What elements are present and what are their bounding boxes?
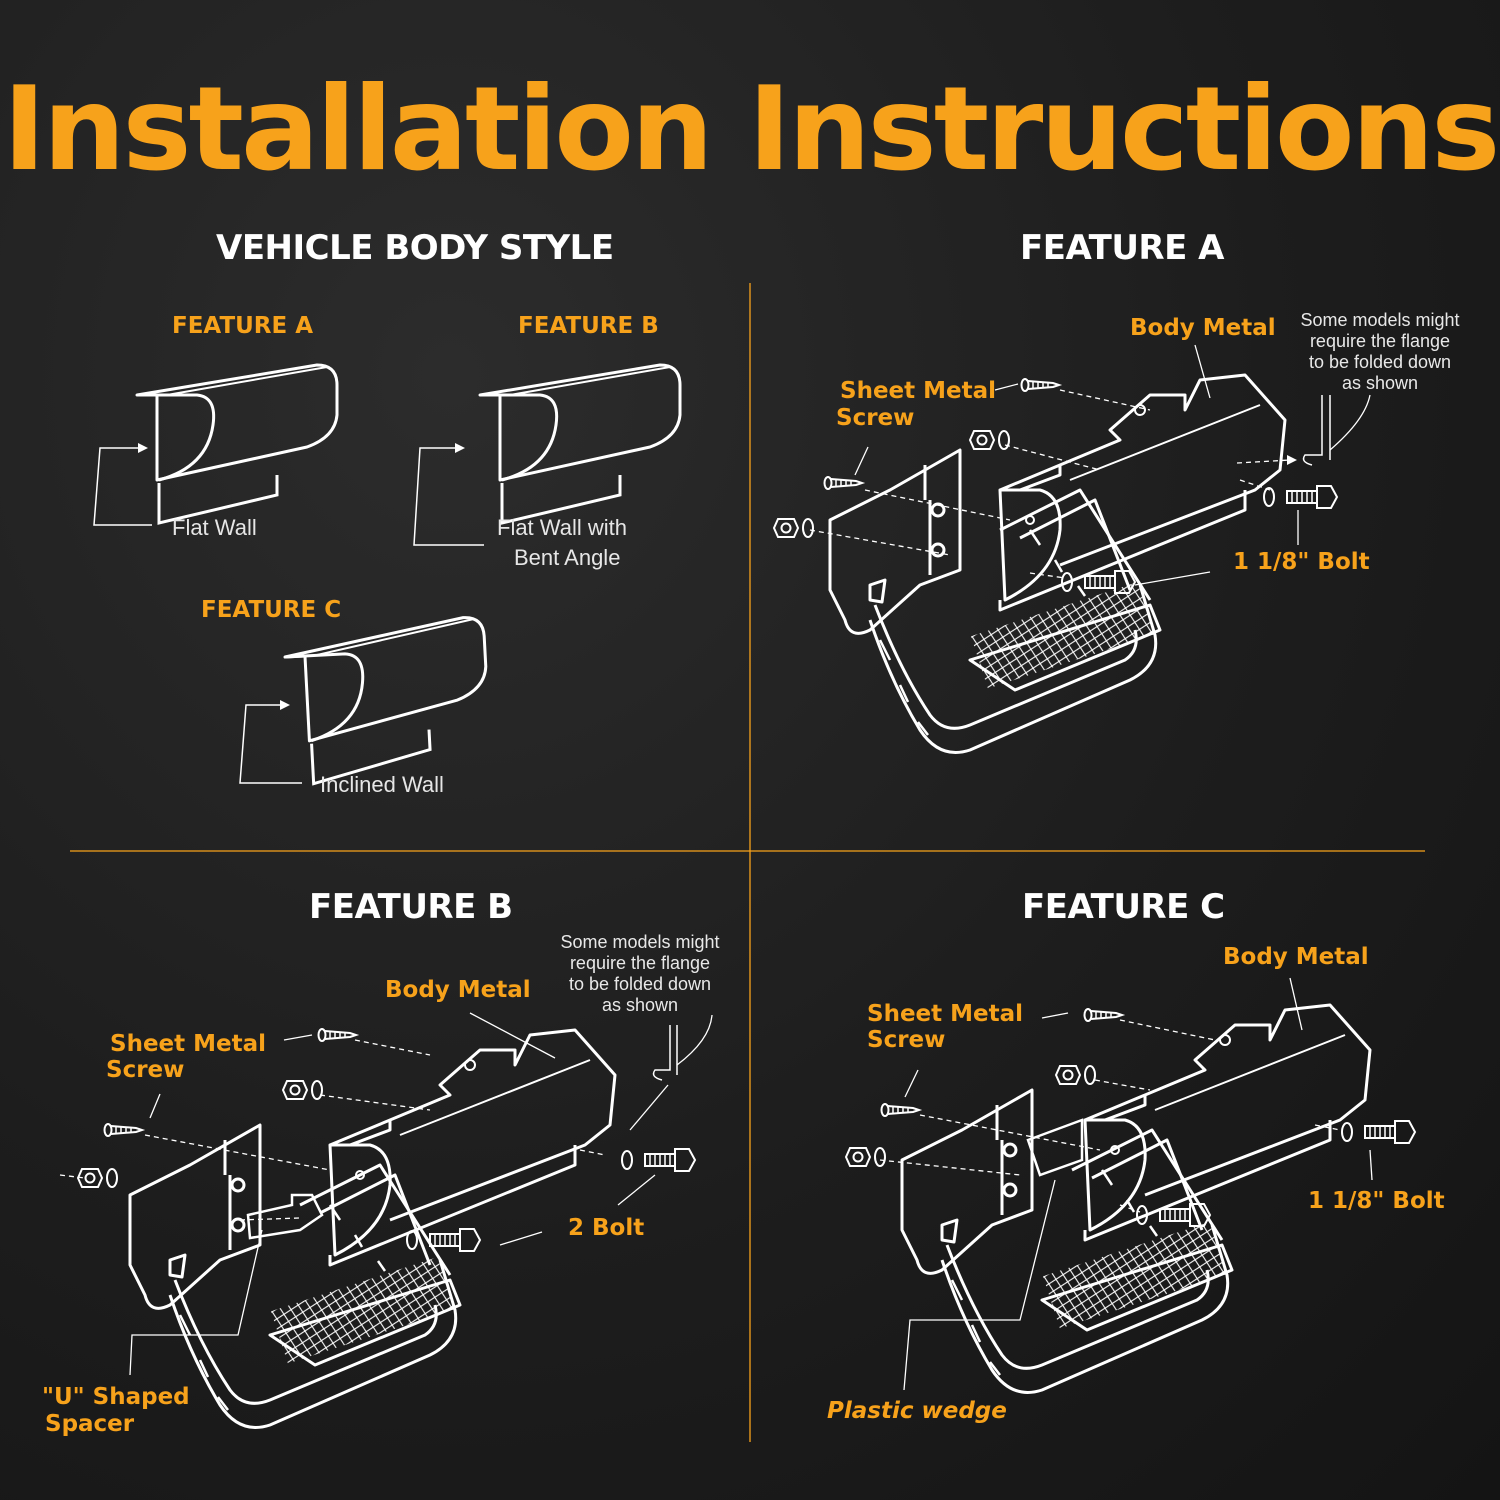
leader-flat-wall (93, 447, 152, 526)
body-style-heading: VEHICLE BODY STYLE (216, 228, 614, 268)
screw-left-b (103, 1123, 143, 1137)
step-bracket-c (900, 1088, 1234, 1394)
panel-a-bolt: 1 1/8" Bolt (1233, 549, 1370, 575)
assembly-feature-c (845, 977, 1416, 1394)
screw-top-b (317, 1028, 357, 1042)
profile-feature-b (478, 363, 682, 525)
nut-left-a (773, 518, 814, 538)
leader-bent-angle (413, 447, 484, 546)
body-style-feature-b-label: FEATURE B (518, 313, 659, 339)
panel-c-heading: FEATURE C (1022, 887, 1225, 927)
arrow-flat-wall (138, 443, 148, 453)
panel-a-note: Some models might require the flange to … (1300, 310, 1460, 393)
bent-angle-label-line1: Flat Wall with (497, 515, 627, 540)
panel-c-bolt: 1 1/8" Bolt (1308, 1188, 1445, 1214)
panel-c-screw-line2: Screw (867, 1027, 946, 1053)
panel-a-screw-line1: Sheet Metal (840, 378, 997, 404)
panel-b-spacer-line2: Spacer (45, 1411, 135, 1437)
panel-c-body-metal: Body Metal (1223, 944, 1369, 970)
body-style-feature-c-label: FEATURE C (201, 597, 342, 623)
panel-b-note: Some models might require the flange to … (560, 932, 720, 1015)
panel-b-body-metal: Body Metal (385, 977, 531, 1003)
nut-left-c (845, 1147, 886, 1167)
plastic-wedge-part (1026, 1118, 1084, 1177)
u-spacer (246, 1193, 324, 1240)
panel-c-wedge-label: Plastic wedge (827, 1398, 1007, 1424)
bolt-right-a (1263, 485, 1338, 509)
nut-left-b (77, 1168, 118, 1188)
nut-top-c (1055, 1065, 1096, 1085)
inclined-wall-label: Inclined Wall (320, 772, 444, 797)
assembly-feature-b (59, 1012, 713, 1429)
step-bracket-b (128, 1123, 462, 1429)
panel-b-bolt: 2 Bolt (568, 1215, 645, 1241)
panel-b-heading: FEATURE B (309, 887, 513, 927)
nut-top-a (969, 430, 1010, 450)
flat-wall-label: Flat Wall (172, 515, 257, 540)
profile-feature-c (281, 615, 493, 787)
bolt-right-b (621, 1148, 696, 1172)
screw-left-a (823, 476, 863, 490)
leader-inclined-wall (239, 704, 302, 784)
bolt-right-c (1341, 1120, 1416, 1144)
arrow-bent-angle (455, 443, 465, 453)
screw-top-a (1020, 378, 1060, 392)
body-style-feature-a-label: FEATURE A (172, 313, 314, 339)
panel-b-screw-line1: Sheet Metal (110, 1031, 267, 1057)
screw-top-c (1083, 1008, 1123, 1022)
panel-c-screw-line1: Sheet Metal (867, 1001, 1024, 1027)
arrow-inclined-wall (280, 700, 290, 710)
panel-a-screw-line2: Screw (836, 405, 915, 431)
panel-b-spacer-line1: "U" Shaped (42, 1384, 190, 1410)
assembly-feature-a (773, 344, 1371, 754)
panel-b-screw-line2: Screw (106, 1057, 185, 1083)
profile-feature-a (135, 363, 339, 525)
panel-a-heading: FEATURE A (1020, 228, 1224, 268)
panel-a-body-metal: Body Metal (1130, 315, 1276, 341)
bent-angle-label-line2: Bent Angle (514, 545, 621, 570)
nut-top-b (282, 1080, 323, 1100)
screw-left-c (880, 1103, 920, 1117)
page-title: Installation Instructions (2, 62, 1500, 197)
step-bracket-a (828, 448, 1162, 754)
